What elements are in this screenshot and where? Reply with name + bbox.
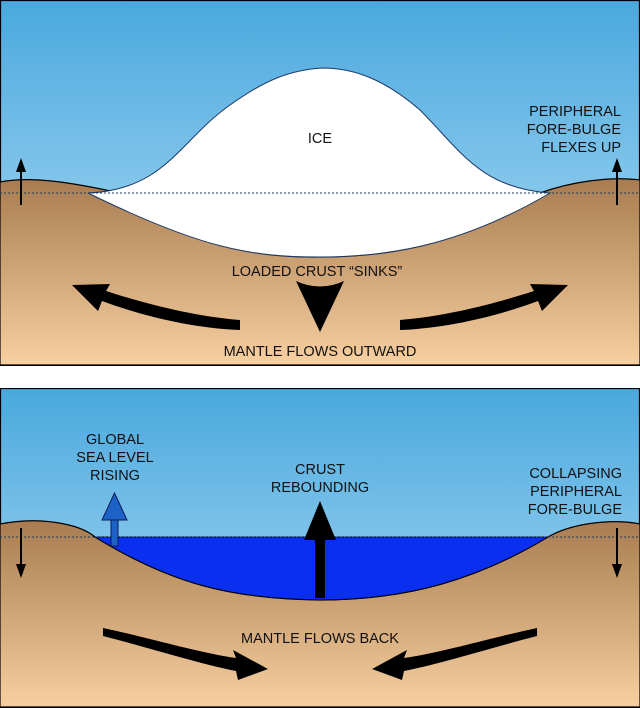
- global-sea-level-rising-label: GLOBAL SEA LEVEL RISING: [76, 432, 153, 484]
- svg-text:PERIPHERAL: PERIPHERAL: [530, 484, 622, 500]
- svg-text:FORE-BULGE: FORE-BULGE: [528, 502, 623, 518]
- svg-text:RISING: RISING: [90, 468, 140, 484]
- collapsing-fore-bulge-label: COLLAPSING PERIPHERAL FORE-BULGE: [528, 466, 623, 518]
- deglaciation-diagram: GLOBAL SEA LEVEL RISING CRUST REBOUNDING…: [0, 388, 640, 708]
- mantle-flow-back-arrow-left: [103, 628, 268, 680]
- svg-text:SEA LEVEL: SEA LEVEL: [76, 450, 153, 466]
- mantle-flows-back-label: MANTLE FLOWS BACK: [241, 631, 399, 647]
- svg-text:PERIPHERAL: PERIPHERAL: [529, 104, 621, 120]
- sea-level-rising-arrow: [101, 491, 128, 547]
- crust-rebounding-arrow: [304, 501, 336, 598]
- ice-label: ICE: [308, 131, 333, 147]
- ice-sheet: [87, 67, 552, 258]
- loaded-crust-sinks-label: LOADED CRUST “SINKS”: [232, 264, 403, 280]
- fore-bulge-up-arrow-left: [16, 158, 26, 205]
- fore-bulge-down-arrow-right: [612, 528, 622, 578]
- deglaciation-panel: GLOBAL SEA LEVEL RISING CRUST REBOUNDING…: [0, 388, 640, 708]
- mantle-flow-arrow-right: [400, 284, 568, 330]
- glaciation-panel: ICE PERIPHERAL FORE-BULGE FLEXES UP LOAD…: [0, 0, 640, 366]
- crust-sinking-arrow: [296, 281, 344, 332]
- svg-text:FORE-BULGE: FORE-BULGE: [527, 122, 622, 138]
- fore-bulge-up-arrow-right: [612, 158, 622, 205]
- mantle-flows-outward-label: MANTLE FLOWS OUTWARD: [224, 344, 417, 360]
- svg-text:GLOBAL: GLOBAL: [86, 432, 144, 448]
- svg-text:FLEXES UP: FLEXES UP: [541, 140, 621, 156]
- crust-rebounding-label: CRUST REBOUNDING: [271, 462, 369, 496]
- glaciation-diagram: ICE PERIPHERAL FORE-BULGE FLEXES UP LOAD…: [0, 0, 640, 366]
- svg-text:COLLAPSING: COLLAPSING: [529, 466, 622, 482]
- svg-text:CRUST: CRUST: [295, 462, 345, 478]
- mantle-flow-back-arrow-right: [372, 628, 537, 680]
- fore-bulge-flexes-up-label: PERIPHERAL FORE-BULGE FLEXES UP: [527, 104, 622, 156]
- mantle-flow-arrow-left: [72, 284, 240, 330]
- svg-text:REBOUNDING: REBOUNDING: [271, 480, 369, 496]
- fore-bulge-down-arrow-left: [16, 528, 26, 578]
